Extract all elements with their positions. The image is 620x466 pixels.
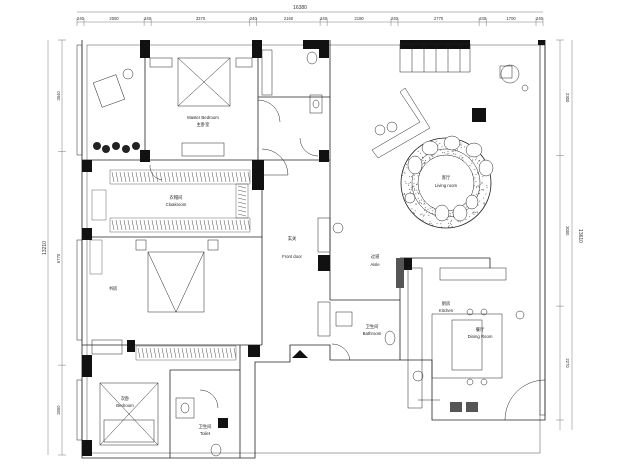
right-segment-dim: 2300 bbox=[565, 93, 570, 103]
hangers bbox=[111, 171, 251, 359]
bathroom-fixtures bbox=[331, 311, 396, 361]
toilet-label-cn: 卫生间 bbox=[199, 423, 212, 430]
bathroom-label-cn: 卫生间 bbox=[366, 323, 379, 330]
kitchen-label-en: Kitchen bbox=[439, 308, 454, 313]
top-segment-dim: 240 bbox=[536, 16, 544, 21]
plants bbox=[93, 142, 140, 153]
windows bbox=[76, 43, 546, 441]
top-segment-dim: 2180 bbox=[354, 16, 364, 21]
kitchen-label-cn: 厨房 bbox=[442, 300, 451, 307]
kitchen-dining bbox=[407, 267, 546, 421]
left-segment-dim: 2850 bbox=[56, 405, 61, 415]
right-segment-dim: 2270 bbox=[565, 358, 570, 368]
left-total-dim: 13210 bbox=[42, 241, 48, 255]
master-bedroom-label-en: Master Bedroom bbox=[187, 115, 219, 120]
top-segment-dim: 1700 bbox=[506, 16, 516, 21]
top-segment-dim: 2770 bbox=[434, 16, 444, 21]
middle-room-label: 书房 bbox=[109, 285, 118, 292]
top-total-dim: 16380 bbox=[293, 5, 307, 11]
aisle-label-en: Aisle bbox=[370, 262, 380, 267]
top-segment-dim: 240 bbox=[320, 16, 328, 21]
entrance-marker bbox=[292, 350, 308, 358]
top-segment-dim: 2160 bbox=[284, 16, 294, 21]
dining-label-en: Dining Room bbox=[468, 334, 493, 339]
kitchen-accents bbox=[396, 258, 478, 412]
left-segment-labels: 3540 6770 2850 bbox=[56, 90, 61, 414]
top-segment-labels: 240 2050 240 3370 240 2160 240 2180 240 2770 240 17… bbox=[77, 16, 544, 21]
toilet-label-en: Toilet bbox=[200, 431, 211, 436]
right-segment-labels: 2300 3000 2270 bbox=[565, 93, 570, 368]
bedroom-label-cn: 次卧 bbox=[121, 395, 130, 402]
sofa-chairs bbox=[404, 135, 494, 222]
front-door-label-en: Front door bbox=[282, 254, 302, 259]
master-bedroom-label-cn: 主卧室 bbox=[197, 121, 211, 128]
front-door-label-cn: 玄关 bbox=[288, 235, 297, 242]
top-segment-dim: 240 bbox=[391, 16, 399, 21]
left-segment-dim: 6770 bbox=[56, 253, 61, 263]
living-room-label-en: Living room bbox=[435, 183, 458, 188]
middle-bed bbox=[91, 239, 219, 355]
master-bed bbox=[149, 57, 253, 157]
top-segment-dim: 240 bbox=[479, 16, 487, 21]
living-furniture bbox=[371, 64, 529, 229]
top-segment-dim: 3370 bbox=[196, 16, 206, 21]
bedroom-label-en: Bedroom bbox=[116, 403, 134, 408]
top-segment-dim: 240 bbox=[77, 16, 85, 21]
top-segment-dim: 240 bbox=[144, 16, 152, 21]
dining-label-cn: 餐厅 bbox=[476, 326, 485, 333]
top-segment-dim: 2050 bbox=[109, 16, 119, 21]
master-bath-fixtures bbox=[257, 49, 323, 157]
second-bed bbox=[99, 382, 159, 446]
living-room-label-cn: 客厅 bbox=[442, 174, 451, 181]
toilet-fixtures bbox=[175, 389, 222, 457]
aisle-label-cn: 过道 bbox=[371, 253, 380, 260]
walls-outline bbox=[81, 40, 546, 459]
left-segment-dim: 3540 bbox=[56, 90, 61, 100]
top-segment-dim: 240 bbox=[250, 16, 258, 21]
lounge-area bbox=[92, 68, 134, 108]
dimension-lines bbox=[47, 11, 573, 456]
cloakroom-wardrobe bbox=[89, 169, 251, 361]
aisle-cabinet bbox=[149, 148, 344, 337]
right-total-dim: 13610 bbox=[577, 229, 583, 243]
wall-columns bbox=[82, 40, 545, 456]
cloakroom-label-en: Cloakroom bbox=[166, 202, 187, 207]
bathroom-label-en: Bathroom bbox=[363, 331, 382, 336]
right-segment-dim: 3000 bbox=[565, 226, 570, 236]
cloakroom-label-cn: 衣帽间 bbox=[170, 194, 183, 201]
